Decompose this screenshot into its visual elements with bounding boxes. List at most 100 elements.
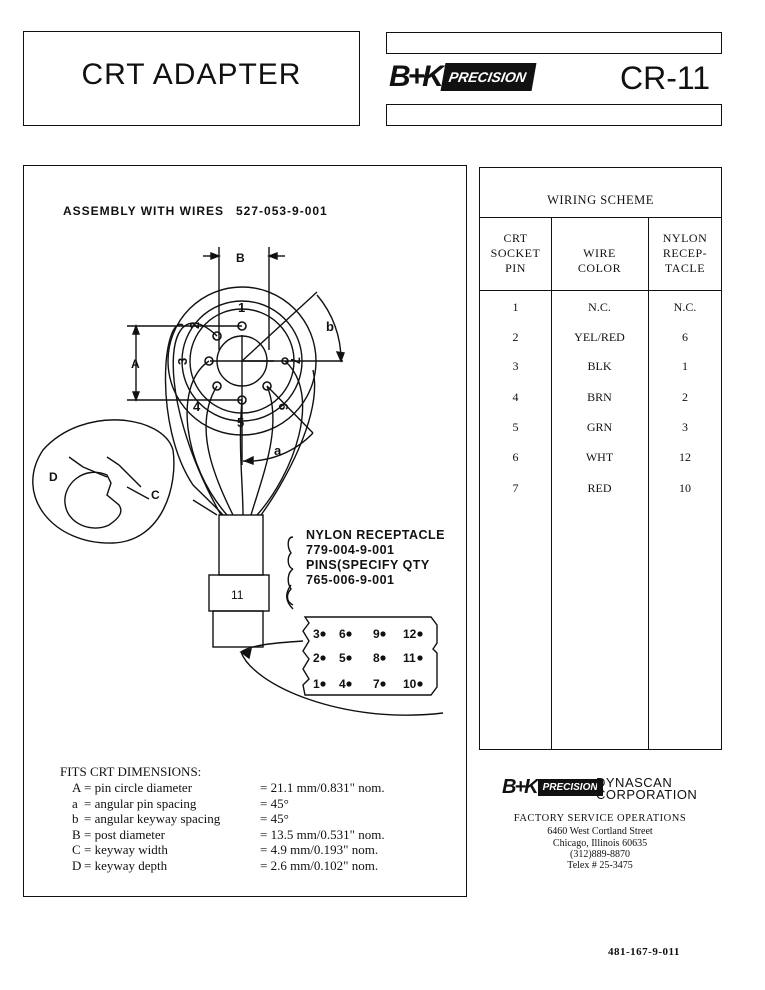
dimension-key: b [72, 811, 79, 826]
wiring-header-col2: WIRE [583, 246, 616, 260]
dimension-key: C [72, 842, 81, 857]
wiring-cell: 5 [512, 420, 519, 434]
receptacle-pin-dot [380, 631, 386, 637]
dimension-value: = 2.6 mm/0.102" nom. [260, 857, 379, 873]
receptacle-pin-number: 6 [339, 627, 346, 641]
dimension-desc: = angular keyway spacing [84, 811, 221, 826]
wiring-header-col1: CRT [503, 231, 528, 245]
wiring-cell: 1 [682, 359, 688, 373]
dynascan-line-2: CORPORATION [596, 787, 698, 802]
crt-adapter-drawing: 1 2 3 4 5 6 7 B A b a [32, 247, 444, 716]
assembly-number: 527-053-9-001 [236, 204, 328, 218]
wiring-cell: 2 [682, 390, 688, 404]
wiring-title-rule [480, 217, 721, 218]
wiring-cell: 3 [512, 359, 519, 373]
wire-bundle [164, 322, 316, 516]
logo-precision: PRECISION [440, 63, 537, 91]
receptacle-pin-number: 8 [373, 651, 380, 665]
wiring-header-col1: PIN [505, 261, 526, 275]
receptacle-pin-number: 5 [339, 651, 346, 665]
wiring-cell: RED [587, 481, 612, 495]
receptacle-pin-dot [417, 655, 423, 661]
dimension-desc: = keyway width [84, 842, 168, 857]
wiring-cell: N.C. [673, 300, 697, 314]
dimension-b [241, 291, 345, 363]
wiring-scheme-title: WIRING SCHEME [547, 193, 654, 207]
dimension-a [242, 385, 314, 466]
dimension-desc: = post diameter [84, 826, 165, 842]
wiring-cell: 7 [512, 481, 519, 495]
wiring-cell: 3 [682, 420, 688, 434]
logo-bk: B+K [389, 60, 444, 93]
wiring-cell: 1 [512, 300, 519, 314]
address-line-2: 6460 West Cortland Street [547, 826, 653, 837]
footer-logo-bk: B+K [502, 776, 539, 798]
receptacle-pin-number: 7 [373, 677, 380, 691]
receptacle-pin-number: 2 [313, 651, 320, 665]
wiring-cell: 6 [512, 450, 519, 464]
label-a: a [274, 443, 282, 458]
dimension-value: = 21.1 mm/0.831" nom. [260, 780, 385, 795]
receptacle-pin-number: 3 [313, 627, 320, 641]
label-C: C [151, 488, 160, 502]
wiring-cell: BRN [587, 390, 612, 404]
nylon-line-4: 765-006-9-001 [306, 573, 395, 587]
pin-label-4: 4 [193, 399, 201, 414]
receptacle-pin-number: 4 [339, 677, 346, 691]
wiring-header-col1: SOCKET [490, 246, 541, 260]
receptacle-pin-number: 1 [313, 677, 320, 691]
wiring-cell: 10 [679, 481, 691, 495]
wiring-cell: YEL/RED [574, 330, 625, 344]
address-line-5: Telex # 25-3475 [567, 860, 633, 871]
title-box [23, 31, 360, 126]
receptacle-pin-number: 12 [403, 627, 417, 641]
dimension-value: = 45° [260, 811, 289, 826]
dimension-desc: = keyway depth [84, 857, 168, 873]
dimension-B [203, 247, 285, 350]
receptacle-pin-dot [346, 655, 352, 661]
document-number: 481-167-9-011 [608, 946, 680, 958]
wiring-header-col2: COLOR [577, 261, 622, 275]
receptacle-pin-dot [320, 681, 326, 687]
receptacle-pin-dot [320, 631, 326, 637]
pin-label-3: 3 [175, 358, 190, 365]
wiring-cell: GRN [586, 420, 613, 434]
dimension-D-C [68, 456, 150, 500]
wiring-cell: 2 [512, 330, 519, 344]
label-A: A [131, 357, 140, 371]
receptacle-pin-dot [380, 681, 386, 687]
dimension-value: = 13.5 mm/0.531" nom. [260, 826, 385, 842]
dimension-desc: = pin circle diameter [84, 780, 193, 795]
wiring-cell: BLK [587, 359, 612, 373]
wiring-header-col3: RECEP- [662, 246, 708, 260]
diagram-box [23, 165, 467, 897]
receptacle-pin-dot [346, 631, 352, 637]
header-bar-top [386, 32, 722, 54]
footer-logo-precision: PRECISION [537, 779, 603, 796]
pin-number-labels: 1 2 3 4 5 6 7 [175, 300, 303, 430]
nylon-line-1: NYLON RECEPTACLE [306, 528, 446, 542]
wiring-col-divider-1 [551, 217, 552, 749]
page-title: CRT ADAPTER [81, 58, 302, 91]
header-bar-bottom [386, 104, 722, 126]
dimension-value: = 4.9 mm/0.193" nom. [260, 842, 379, 857]
address-line-4: (312)889-8870 [570, 849, 630, 860]
nylon-brace [286, 536, 294, 610]
wiring-cell: 4 [512, 390, 519, 404]
receptacle-pin-number: 10 [403, 677, 417, 691]
receptacle-pin-dot [320, 655, 326, 661]
dynascan-logo-text: DYNASCAN CORPORATION [596, 775, 698, 802]
receptacle-outline [239, 616, 444, 716]
plug-label: 11 [231, 588, 244, 602]
wiring-scheme-box [479, 167, 722, 750]
dynascan-line-1: DYNASCAN [596, 775, 673, 790]
nylon-line-3: PINS(SPECIFY QTY [306, 558, 430, 572]
address-line-1: FACTORY SERVICE OPERATIONS [513, 813, 687, 824]
wiring-header-col3: TACLE [664, 261, 706, 275]
dimension-key: A [72, 780, 82, 795]
wiring-cell: N.C. [588, 300, 611, 314]
receptacle-pin-number: 9 [373, 627, 380, 641]
wiring-header-col3: NYLON [662, 231, 708, 245]
plug-connector [192, 499, 270, 648]
